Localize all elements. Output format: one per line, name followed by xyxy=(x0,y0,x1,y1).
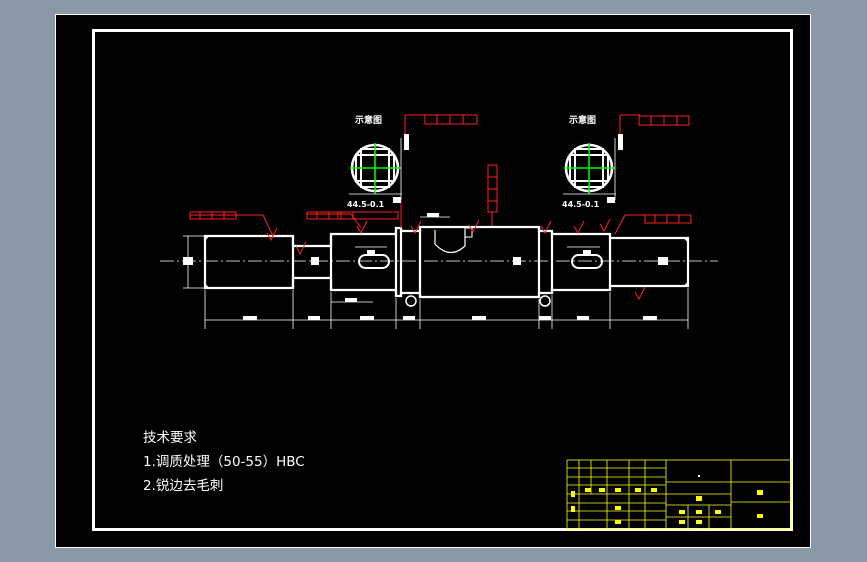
keyway-left xyxy=(358,254,390,269)
engineering-drawing: 示意图 44.5-0.1 示意图 44.5-0.1 xyxy=(55,14,811,548)
technical-requirements: 技术要求 1.调质处理（50-55）HBC 2.锐边去毛刺 xyxy=(143,426,305,498)
drawing-canvas[interactable]: 示意图 44.5-0.1 示意图 44.5-0.1 xyxy=(55,14,811,548)
section-dim-left: 44.5-0.1 xyxy=(347,200,385,209)
section-label-left: 示意图 xyxy=(355,114,382,126)
keyway-right xyxy=(571,254,603,269)
roughness-symbols xyxy=(266,218,646,301)
section-label-right: 示意图 xyxy=(569,114,596,126)
dimension-ticks xyxy=(183,213,668,320)
section-dim-right: 44.5-0.1 xyxy=(562,200,600,209)
leader-lines xyxy=(190,114,649,237)
title-block-dot xyxy=(698,475,700,477)
notes-item-1: 1.调质处理（50-55）HBC xyxy=(143,454,305,470)
notes-title: 技术要求 xyxy=(143,430,197,446)
length-dimensions xyxy=(204,216,689,329)
inner-frame xyxy=(92,29,793,531)
center-key-notch xyxy=(464,227,473,238)
groove-circle-right xyxy=(539,295,551,307)
outer-frame xyxy=(55,14,811,548)
groove-circle-left xyxy=(405,295,417,307)
center-key-feature xyxy=(434,230,466,254)
title-block-marks xyxy=(571,488,763,524)
section-view-left xyxy=(349,134,409,203)
section-view-right xyxy=(563,134,623,203)
title-block xyxy=(566,459,792,530)
callout-boxes xyxy=(189,114,692,224)
notes-item-2: 2.锐边去毛刺 xyxy=(143,478,224,494)
shaft-outline xyxy=(203,225,690,299)
